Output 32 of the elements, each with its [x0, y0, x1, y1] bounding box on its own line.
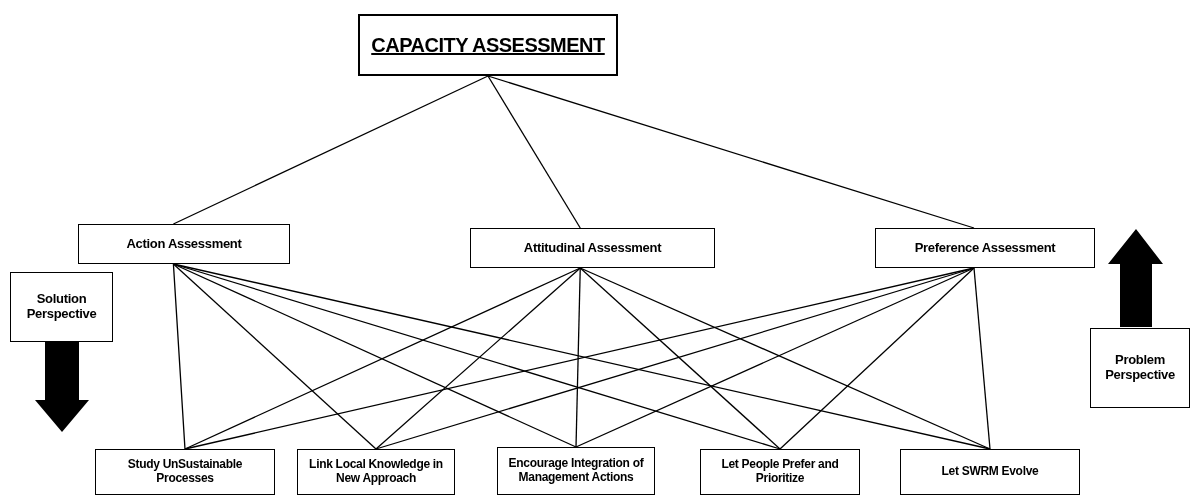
connector-line [779, 267, 975, 450]
assessment-box [297, 449, 455, 495]
box-label: Action Assessment [126, 236, 242, 252]
assessment-box [497, 447, 655, 495]
box-label: Solution Perspective [25, 292, 98, 322]
connector-line [172, 75, 489, 225]
box-label: Attitudinal Assessment [523, 240, 662, 256]
assessment-box [358, 14, 618, 76]
connector-line [487, 75, 581, 229]
box-label: Preference Assessment [914, 240, 1056, 256]
assessment-box [875, 228, 1095, 268]
assessment-box [470, 228, 715, 268]
connector-line [487, 75, 975, 229]
label-box [10, 272, 113, 342]
connector-line [973, 267, 991, 450]
connector-line [172, 263, 377, 450]
connector-line [575, 267, 581, 448]
assessment-box [700, 449, 860, 495]
assessment-box [78, 224, 290, 264]
connector-line [375, 267, 581, 450]
connector-line [579, 267, 781, 450]
box-label: CAPACITY ASSESSMENT [371, 33, 605, 57]
box-label: Let People Prefer and Prioritize [720, 458, 840, 486]
box-label: Let SWRM Evolve [941, 465, 1039, 479]
box-label: Encourage Integration of Management Actions [507, 457, 645, 485]
assessment-box [900, 449, 1080, 495]
label-box [1090, 328, 1190, 408]
box-label: Problem Perspective [1104, 353, 1176, 383]
assessment-box [95, 449, 275, 495]
connector-line [172, 263, 186, 450]
box-label: Link Local Knowledge in New Approach [308, 458, 444, 486]
box-label: Study UnSustainable Processes [126, 458, 244, 486]
